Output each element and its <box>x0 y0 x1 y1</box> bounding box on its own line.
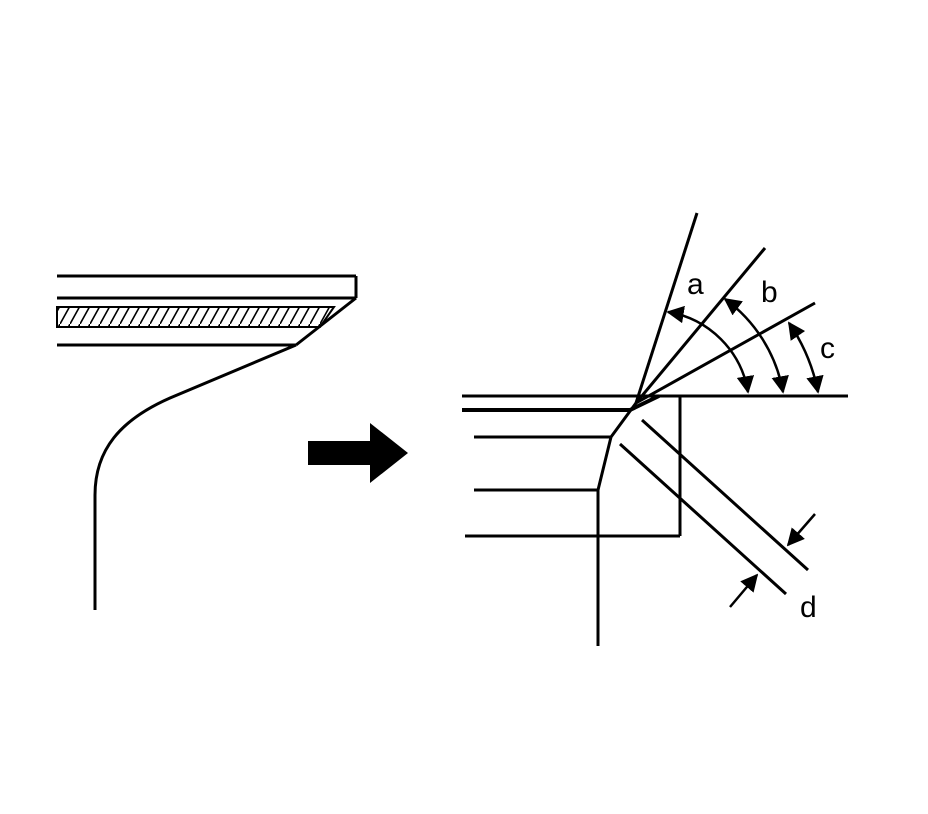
label-d: d <box>800 591 817 624</box>
angle-arcs <box>666 297 824 394</box>
angle-arc-b <box>723 297 789 394</box>
label-a: a <box>687 268 704 301</box>
dimension-arrow-upper <box>786 513 816 547</box>
label-b: b <box>761 276 778 309</box>
angle-lines <box>634 212 816 405</box>
seat-face-chamfer <box>295 296 357 347</box>
extension-line-upper <box>640 418 810 572</box>
valve-original-view <box>56 274 358 610</box>
seat-width-dimension <box>618 418 816 608</box>
right-arrow-icon <box>308 423 408 483</box>
valve-detail-view <box>462 394 848 646</box>
dimension-arrow-lower <box>729 573 759 608</box>
valve-stem-fillet <box>93 343 297 610</box>
label-c: c <box>820 332 835 365</box>
angle-arc-c <box>787 321 824 394</box>
seat-profile <box>596 402 638 646</box>
extension-line-lower <box>618 442 788 596</box>
seat-hatched-band <box>56 306 336 328</box>
seat-corner-thick <box>629 394 660 412</box>
